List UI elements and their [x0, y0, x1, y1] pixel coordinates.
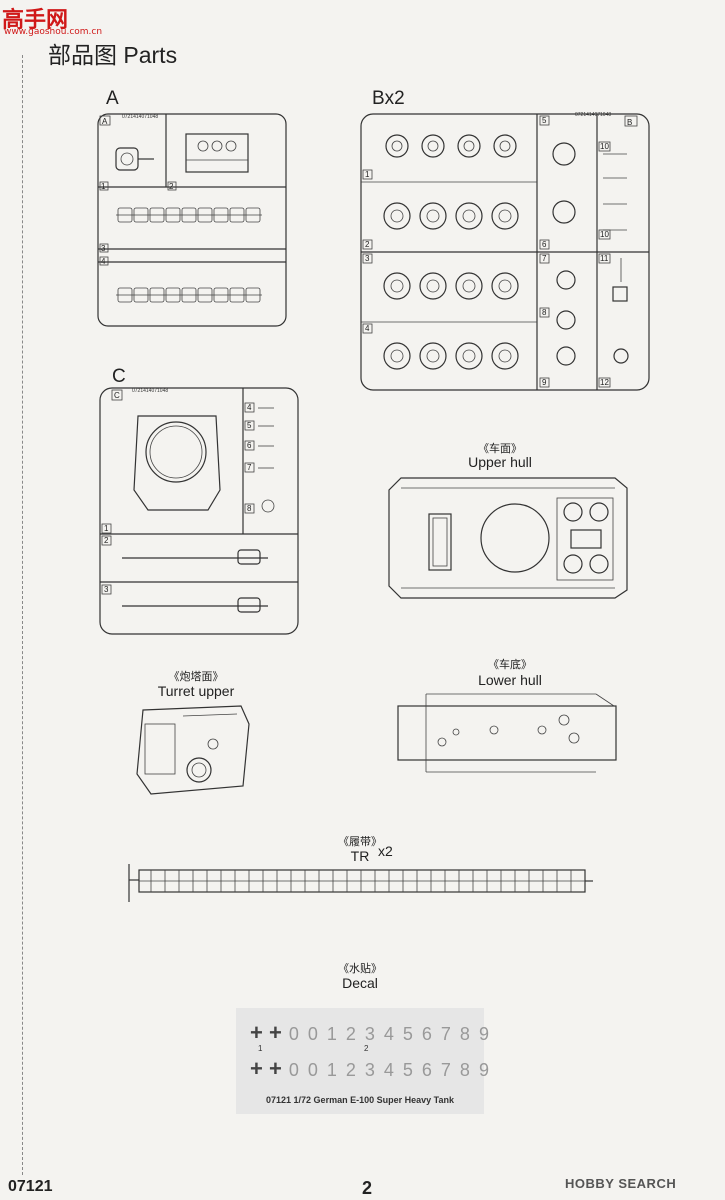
sprue-b-number: 7 — [542, 254, 547, 263]
sprue-c-tag: C — [114, 391, 120, 400]
turret-upper-caption-cn: 《炮塔面》 — [168, 670, 224, 683]
sprue-b-number: 5 — [542, 116, 547, 125]
sprue-a-number: 4 — [101, 257, 106, 266]
decal-index-2: 2 — [364, 1044, 369, 1053]
sprue-b-number: 11 — [600, 254, 609, 263]
decal-plus-marks: + + — [250, 1020, 282, 1045]
lower-hull-caption-cn: 《车底》 — [488, 658, 532, 671]
decal-row-2: + + 0 0 1 2 3 4 5 6 7 8 9 — [250, 1056, 491, 1082]
sprue-c-drawing: C 0721414071048 1 2 3 4 5 6 7 8 — [99, 387, 299, 635]
track-quantity: x2 — [378, 843, 393, 859]
sprue-a-number: 3 — [101, 244, 106, 253]
upper-hull-drawing — [388, 477, 628, 599]
watermark-logo: 高手网 — [2, 8, 69, 33]
sprue-a-number: 1 — [101, 182, 106, 191]
turret-upper-drawing — [136, 705, 250, 795]
decal-sheet: + + 0 0 1 2 3 4 5 6 7 8 9 1 2 + + 0 0 1 … — [236, 1008, 489, 1114]
sprue-c-number: 2 — [104, 536, 109, 545]
sprue-b-number: 6 — [542, 240, 547, 249]
sprue-b-number: 3 — [365, 254, 370, 263]
decal-caption-en: Decal — [342, 975, 378, 991]
sprue-b-number: 1 — [365, 170, 370, 179]
sprue-b-number: 8 — [542, 308, 547, 317]
upper-hull-caption-en: Upper hull — [468, 454, 532, 470]
sprue-a-code: 0721414071048 — [122, 114, 158, 120]
track-drawing — [128, 864, 593, 902]
sprue-c-label: C — [112, 366, 126, 387]
decal-digits: 0 0 1 2 3 4 5 6 7 8 9 — [288, 1060, 491, 1080]
sprue-a-drawing: A 0721414071048 1 2 3 4 — [97, 113, 287, 327]
sprue-c-code: 0721414071048 — [132, 388, 168, 394]
decal-row-1: + + 0 0 1 2 3 4 5 6 7 8 9 — [250, 1020, 491, 1046]
sprue-a-label: A — [106, 88, 119, 109]
sprue-c-number: 3 — [104, 585, 109, 594]
page-number: 2 — [362, 1178, 373, 1198]
sprue-c-number: 7 — [247, 463, 252, 472]
decal-index-1: 1 — [258, 1044, 263, 1053]
turret-upper-caption-en: Turret upper — [157, 683, 235, 699]
sprue-b-number: 10 — [600, 142, 609, 151]
sprue-b-number: 10 — [600, 230, 609, 239]
sprue-a-number: 2 — [169, 182, 174, 191]
binding-line — [22, 55, 23, 1175]
upper-hull-caption-cn: 《车面》 — [478, 442, 522, 455]
sprue-c-number: 8 — [247, 504, 252, 513]
sprue-b-number: 12 — [600, 378, 609, 387]
sprue-b-number: 9 — [542, 378, 547, 387]
hobby-search-watermark: HOBBY SEARCH — [565, 1176, 677, 1191]
product-code: 07121 — [8, 1178, 53, 1195]
track-caption-en: TR — [350, 848, 370, 864]
lower-hull-caption-en: Lower hull — [478, 672, 542, 688]
sprue-b-number: 2 — [365, 240, 370, 249]
sprue-c-number: 1 — [104, 524, 109, 533]
decal-plus-marks: + + — [250, 1056, 282, 1081]
sprue-c-number: 4 — [247, 403, 252, 412]
decal-caption-cn: 《水贴》 — [338, 962, 382, 975]
sprue-b-tag: B — [627, 118, 632, 127]
decal-digits: 0 0 1 2 3 4 5 6 7 8 9 — [288, 1024, 491, 1044]
lower-hull-drawing — [397, 693, 617, 773]
sprue-c-number: 6 — [247, 441, 252, 450]
watermark-url: www.gaoshou.com.cn — [4, 27, 103, 37]
page-title: 部品图 Parts — [48, 42, 178, 68]
sprue-c-number: 5 — [247, 421, 252, 430]
sprue-b-number: 4 — [365, 324, 370, 333]
sprue-b-code: 0721414071048 — [575, 112, 611, 118]
sprue-b-label: Bx2 — [372, 88, 405, 109]
track-caption-cn: 《履带》 — [338, 835, 382, 848]
decal-sheet-caption: 07121 1/72 German E-100 Super Heavy Tank — [266, 1095, 454, 1105]
sprue-b-drawing: B 0721414071048 1 2 3 4 5 6 7 8 9 10 10 … — [360, 112, 650, 391]
sprue-a-tag: A — [102, 117, 108, 126]
